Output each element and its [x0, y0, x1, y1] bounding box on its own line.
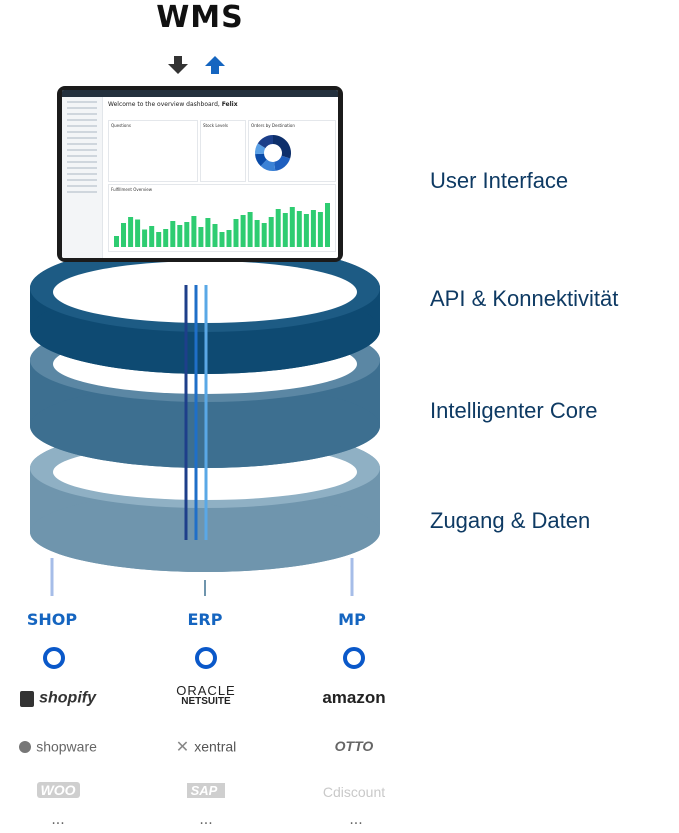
amazon-logo-text: amazon	[322, 688, 386, 707]
column-shop-label: SHOP	[26, 610, 78, 629]
wms-title: WMS	[156, 0, 244, 35]
fulfillment-bar	[156, 232, 162, 247]
fulfillment-bar	[177, 225, 183, 247]
label-zugang-daten: Zugang & Daten	[430, 508, 591, 533]
up-arrow-icon	[205, 56, 225, 74]
donut-slice	[273, 135, 291, 159]
donut-slice	[257, 135, 273, 149]
fulfillment-bar	[254, 220, 260, 247]
questions-card-title: Questions	[111, 123, 131, 128]
fulfillment-bar	[114, 236, 119, 247]
oracle-netsuite-logo: ORACLE NETSUITE	[136, 684, 276, 707]
fulfillment-bar	[233, 219, 239, 247]
shopware-logo: shopware	[0, 736, 128, 755]
column-erp-label: ERP	[187, 610, 223, 629]
orders-donut	[255, 135, 291, 171]
core-data-lines	[184, 285, 208, 540]
stock-card: Stock Levels	[200, 120, 246, 182]
fulfillment-bar	[198, 227, 204, 247]
fulfillment-bar	[149, 226, 155, 247]
fulfillment-bar	[191, 216, 197, 247]
xentral-logo: ✕ xentral	[136, 736, 276, 756]
fulfillment-bar	[261, 223, 267, 247]
sap-logo-text: SAP	[186, 783, 226, 798]
mp-node-icon	[343, 647, 365, 669]
fulfillment-card: Fulfillment Overview	[108, 184, 336, 252]
down-arrow-icon	[168, 56, 188, 74]
xentral-logo-text: xentral	[194, 738, 237, 755]
label-api-konnektivitaet: API & Konnektivität	[430, 286, 619, 311]
fulfillment-bar	[128, 217, 134, 247]
column-mp-label: MP	[338, 610, 366, 629]
fulfillment-bar	[184, 222, 190, 247]
fulfillment-bar	[310, 210, 316, 247]
fulfillment-bar	[170, 221, 176, 247]
fulfillment-bars	[114, 203, 330, 247]
dashboard-sidebar	[62, 97, 103, 258]
fulfillment-bar	[289, 207, 295, 247]
label-intelligenter-core: Intelligenter Core	[430, 398, 598, 423]
shopify-logo: shopify	[0, 688, 128, 708]
shopify-logo-text: shopify	[39, 689, 96, 707]
dashboard-topbar	[62, 90, 338, 97]
fulfillment-bar	[205, 218, 211, 247]
fulfillment-bar	[219, 232, 225, 247]
shopware-logo-text: shopware	[36, 738, 97, 755]
orders-card: Orders by Destination	[248, 120, 336, 182]
cdiscount-logo: Cdiscount	[284, 782, 424, 801]
shop-more: ...	[51, 812, 65, 828]
fulfillment-bar	[296, 211, 302, 247]
fulfillment-bar	[121, 223, 126, 247]
dashboard-laptop: Welcome to the overview dashboard, Felix…	[57, 86, 343, 262]
fulfillment-bar	[268, 217, 274, 247]
sap-logo: SAP	[136, 780, 276, 799]
dashboard-heading: Welcome to the overview dashboard, Felix	[108, 101, 238, 108]
mp-more: ...	[349, 812, 363, 828]
fulfillment-bar	[325, 203, 330, 247]
dashboard-screen: Welcome to the overview dashboard, Felix…	[62, 90, 338, 258]
fulfillment-bar	[135, 219, 141, 247]
label-user-interface: User Interface	[430, 168, 569, 193]
fulfillment-bar	[275, 209, 281, 247]
fulfillment-bar	[142, 229, 148, 247]
shopify-bag-icon	[20, 690, 34, 707]
orders-card-title: Orders by Destination	[251, 123, 295, 128]
woo-logo-text: WOO	[36, 782, 80, 798]
shopware-mark-icon	[19, 740, 32, 753]
erp-node-icon	[195, 647, 217, 669]
oracle-logo-text: ORACLE	[176, 683, 236, 698]
dashboard-heading-name: Felix	[221, 101, 238, 108]
donut-slice	[255, 153, 267, 167]
donut-slice	[260, 159, 276, 171]
fulfillment-bar	[247, 212, 253, 247]
donut-slice	[274, 155, 291, 171]
donut-slice	[255, 143, 266, 155]
fulfillment-bar	[240, 215, 246, 247]
netsuite-logo-text: NETSUITE	[181, 696, 231, 707]
cdiscount-logo-text: Cdiscount	[322, 784, 386, 800]
dashboard-heading-text: Welcome to the overview dashboard,	[108, 101, 222, 108]
otto-logo: OTTO	[284, 736, 424, 755]
questions-card: Questions	[108, 120, 198, 182]
fulfillment-bar	[303, 214, 309, 247]
fulfillment-bar	[212, 224, 218, 247]
stock-card-title: Stock Levels	[203, 123, 228, 128]
amazon-logo: amazon	[284, 688, 424, 708]
fulfillment-bar	[317, 212, 323, 247]
shop-node-icon	[43, 647, 65, 669]
otto-logo-text: OTTO	[334, 738, 374, 754]
fulfillment-bar	[226, 230, 232, 247]
fulfillment-card-title: Fulfillment Overview	[111, 187, 153, 192]
xentral-mark-icon: ✕	[175, 737, 190, 756]
fulfillment-bar	[282, 213, 288, 247]
fulfillment-bar	[163, 229, 169, 247]
erp-more: ...	[199, 812, 213, 828]
woo-logo: WOO	[0, 780, 128, 799]
